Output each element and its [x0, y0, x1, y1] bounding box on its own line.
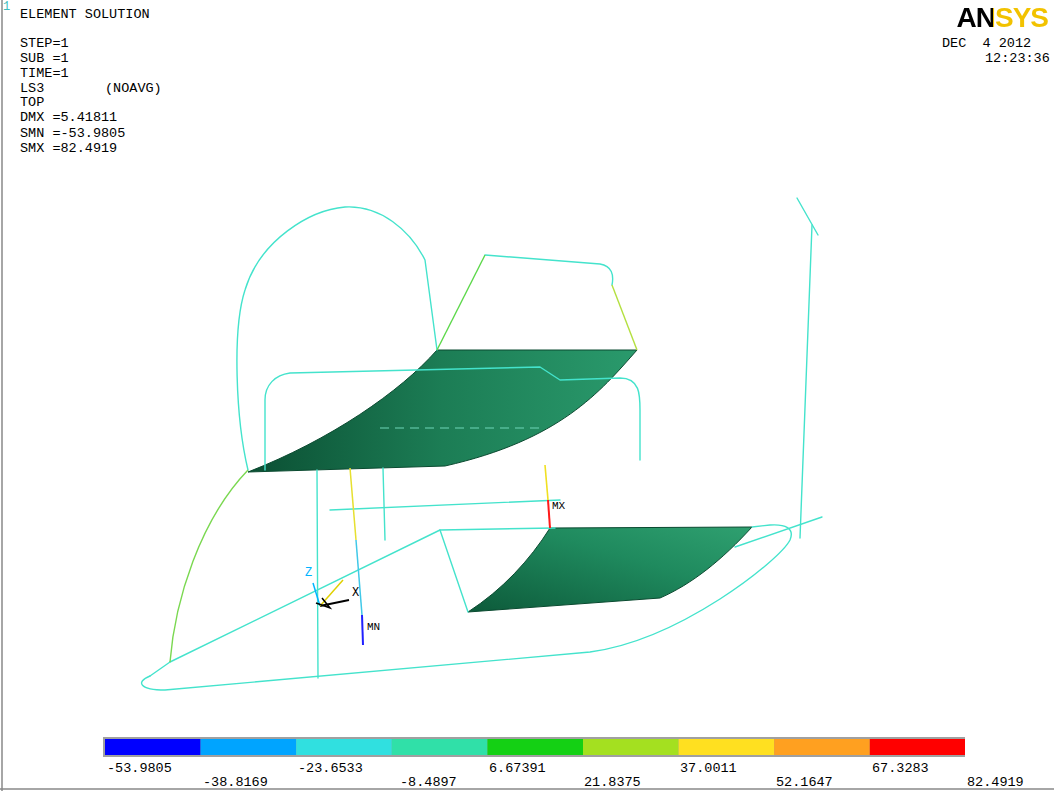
beam-member [350, 468, 356, 540]
color-bar-bin [774, 739, 870, 755]
software-logo: ANSYS [957, 4, 1048, 32]
triad-origin [316, 598, 330, 608]
color-bar-bin [201, 739, 297, 755]
shell-surface [468, 527, 752, 612]
color-bar-bin [679, 739, 775, 755]
min-value: SMN =-53.9805 [20, 127, 125, 141]
min-member [362, 615, 363, 645]
scale-value: 52.1647 [776, 776, 833, 790]
min-marker: MN [367, 622, 380, 633]
beam-member [170, 470, 248, 662]
substep-info: SUB =1 [20, 52, 69, 66]
beam-member [356, 540, 362, 615]
beam-member [797, 198, 818, 235]
step-info: STEP=1 [20, 37, 69, 51]
window-border [0, 788, 1054, 790]
beam-member [317, 470, 318, 678]
beam-member [237, 207, 437, 470]
color-bar-frame [103, 737, 965, 757]
axis-label: Z [305, 567, 312, 579]
beam-member [800, 225, 812, 538]
color-bar-bin [296, 739, 392, 755]
plot-heading: ELEMENT SOLUTION [20, 8, 150, 22]
beam-member [735, 517, 822, 547]
axis-label: X [352, 587, 359, 599]
scale-value: -23.6533 [298, 762, 363, 776]
y-axis [320, 580, 343, 606]
beam-member [330, 500, 560, 510]
beam-member [265, 367, 640, 470]
scale-value: 6.67391 [489, 762, 546, 776]
color-bar-bin [583, 739, 679, 755]
scale-value: -38.8169 [203, 776, 268, 790]
scale-value: 21.8375 [584, 776, 641, 790]
window-border [1, 0, 3, 791]
beam-member [440, 530, 468, 612]
window-number: 1 [3, 1, 10, 13]
beam-member [170, 528, 555, 662]
color-bar-bin [487, 739, 583, 755]
shell-layer: TOP [20, 96, 44, 110]
beam-member [150, 662, 170, 676]
color-bar-bin [105, 739, 201, 755]
beam-member [485, 255, 613, 285]
plot-date: DEC 4 2012 [942, 37, 1031, 51]
color-bar-bin [870, 739, 965, 755]
beam-member [612, 285, 637, 350]
scale-value: 67.3283 [872, 762, 929, 776]
hidden-edge [380, 427, 545, 428]
beam-member [383, 468, 385, 540]
max-marker: MX [552, 501, 565, 512]
floor-outline [142, 525, 792, 690]
averaging-note: (NOAVG) [105, 82, 162, 96]
color-bar-bin [392, 739, 488, 755]
beam-member [437, 255, 485, 350]
plot-time: 12:23:36 [985, 52, 1050, 66]
scale-value: -53.9805 [107, 762, 172, 776]
max-value: SMX =82.4919 [20, 142, 117, 156]
beam-member [545, 465, 548, 500]
result-item: LS3 [20, 82, 44, 96]
scale-value: -8.4897 [400, 776, 457, 790]
max-displacement: DMX =5.41811 [20, 111, 117, 125]
scale-value: 82.4919 [967, 776, 1024, 790]
time-info: TIME=1 [20, 67, 69, 81]
shell-surface [248, 350, 637, 472]
max-member [548, 500, 550, 528]
scale-value: 37.0011 [680, 762, 737, 776]
